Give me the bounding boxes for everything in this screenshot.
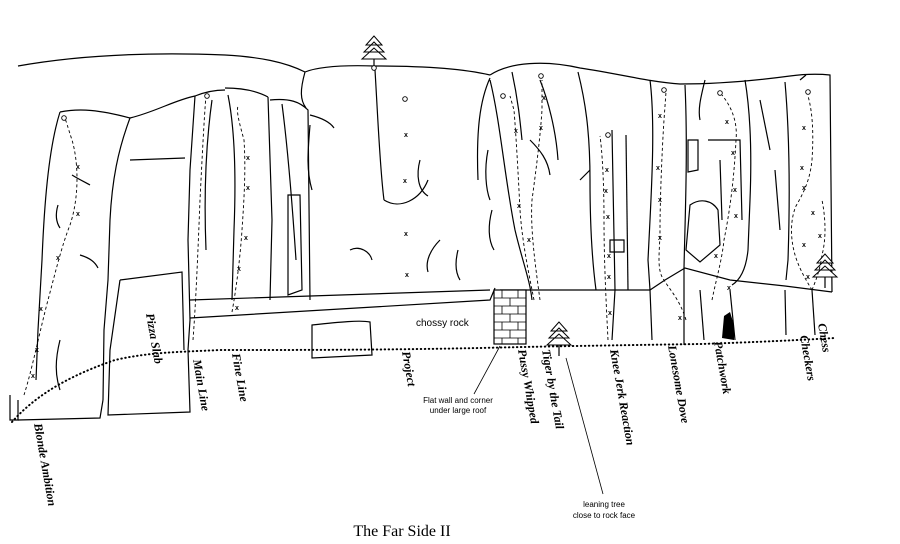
route-line-knee-jerk xyxy=(599,135,609,341)
bolt-marker: x xyxy=(714,253,718,260)
bolt-marker: x xyxy=(235,305,239,312)
bolt-markers: x x x x x x x x x x x x x x x x x x x x x x x x x x x x x x x x x x x x x x x x… xyxy=(31,95,822,380)
bolt-marker: x xyxy=(246,155,250,162)
route-label-lonesome-dove[interactable]: Lonesome Dove xyxy=(665,343,693,425)
bolt-marker: x xyxy=(527,237,531,244)
route-line-chess xyxy=(811,199,826,291)
anchor-marker xyxy=(204,93,210,99)
route-label-chess[interactable]: Chess xyxy=(815,322,834,354)
bolt-marker: x xyxy=(802,125,806,132)
bolt-marker: x xyxy=(800,165,804,172)
bolt-marker: x xyxy=(542,95,546,102)
bolt-marker: x xyxy=(802,242,806,249)
bolt-marker: x xyxy=(606,214,610,221)
route-label-main-line[interactable]: Main Line xyxy=(190,357,213,413)
bolt-marker: x xyxy=(607,274,611,281)
route-label-project[interactable]: Project xyxy=(399,350,419,388)
bolt-marker: x xyxy=(237,266,241,273)
anchor-marker xyxy=(538,73,544,79)
flat-wall-note-line2: under large roof xyxy=(430,406,487,415)
bolt-marker: x xyxy=(405,272,409,279)
bolt-marker: x xyxy=(725,119,729,126)
bolt-marker: x xyxy=(734,213,738,220)
bolt-marker: x xyxy=(244,235,248,242)
bolt-marker: x xyxy=(733,187,737,194)
flat-wall-note-line1: Flat wall and corner xyxy=(423,396,493,405)
route-line-pussy-whipped xyxy=(509,95,535,301)
route-label-pussy-whipped[interactable]: Pussy Whipped xyxy=(515,348,542,426)
bolt-marker: x xyxy=(658,197,662,204)
bolt-marker: x xyxy=(31,373,35,380)
route-label-knee-jerk-reaction[interactable]: Knee Jerk Reaction xyxy=(607,347,638,447)
route-label-patchwork[interactable]: Patchwork xyxy=(711,340,734,395)
route-label-fine-line[interactable]: Fine Line xyxy=(229,351,252,403)
ground-line xyxy=(11,337,836,423)
bolt-marker: x xyxy=(514,128,518,135)
anchor-markers xyxy=(61,65,811,138)
route-line-fine-line xyxy=(231,105,246,313)
bolt-marker: x xyxy=(818,233,822,240)
route-line-blonde-ambition xyxy=(23,115,78,396)
route-line-patchwork xyxy=(711,94,737,301)
route-lines xyxy=(23,80,826,396)
bolt-marker: x xyxy=(76,211,80,218)
leaning-tree-icon xyxy=(545,321,573,356)
tree-icon xyxy=(360,35,388,68)
route-line-main-line xyxy=(192,94,207,341)
bolt-marker: x xyxy=(604,188,608,195)
bolt-marker: x xyxy=(56,255,60,262)
bolt-marker: x xyxy=(608,310,612,317)
bolt-marker: x xyxy=(802,185,806,192)
route-label-tiger-by-the-tail[interactable]: Tiger by the Tail xyxy=(539,348,567,431)
anchor-marker xyxy=(371,65,377,71)
anchor-marker xyxy=(805,89,811,95)
leaning-tree-note-line2: close to rock face xyxy=(573,511,636,520)
anchor-marker xyxy=(500,93,506,99)
bolt-marker: x xyxy=(811,210,815,217)
route-line-tiger xyxy=(531,80,543,301)
route-label-blonde-ambition[interactable]: Blonde Ambition xyxy=(31,421,60,507)
anchor-marker xyxy=(61,115,67,121)
bolt-marker: x xyxy=(39,306,43,313)
anchor-marker xyxy=(661,87,667,93)
leaning-tree-note-line1: leaning tree xyxy=(583,500,625,509)
route-line-checkers xyxy=(791,95,814,291)
topo-title: The Far Side II xyxy=(353,523,450,540)
route-line-lonesome-dove xyxy=(658,91,687,321)
chossy-rock-label: chossy rock xyxy=(416,318,470,329)
bolt-marker: x xyxy=(678,315,682,322)
bolt-marker: x xyxy=(246,185,250,192)
bolt-marker: x xyxy=(404,132,408,139)
bolt-marker: x xyxy=(658,113,662,120)
bolt-marker: x xyxy=(806,274,810,281)
bolt-marker: x xyxy=(35,347,39,354)
route-label-pizza-slab[interactable]: Pizza Slab xyxy=(143,312,166,365)
tree-icon xyxy=(811,253,839,288)
bolt-marker: x xyxy=(731,150,735,157)
bolt-marker: x xyxy=(403,178,407,185)
anchor-marker xyxy=(717,90,723,96)
pointer-line xyxy=(565,357,604,495)
bolt-marker: x xyxy=(539,125,543,132)
route-label-checkers[interactable]: Checkers xyxy=(797,334,819,382)
bolt-marker: x xyxy=(607,253,611,260)
cliff-outline xyxy=(9,53,833,421)
bolt-marker: x xyxy=(517,203,521,210)
bolt-marker: x xyxy=(727,285,731,292)
bolt-marker: x xyxy=(404,231,408,238)
bolt-marker: x xyxy=(656,165,660,172)
bolt-marker: x xyxy=(76,164,80,171)
bolt-marker: x xyxy=(605,167,609,174)
bolt-marker: x xyxy=(658,235,662,242)
anchor-marker xyxy=(402,96,408,102)
pointer-line xyxy=(473,345,501,395)
anchor-marker xyxy=(605,132,611,138)
